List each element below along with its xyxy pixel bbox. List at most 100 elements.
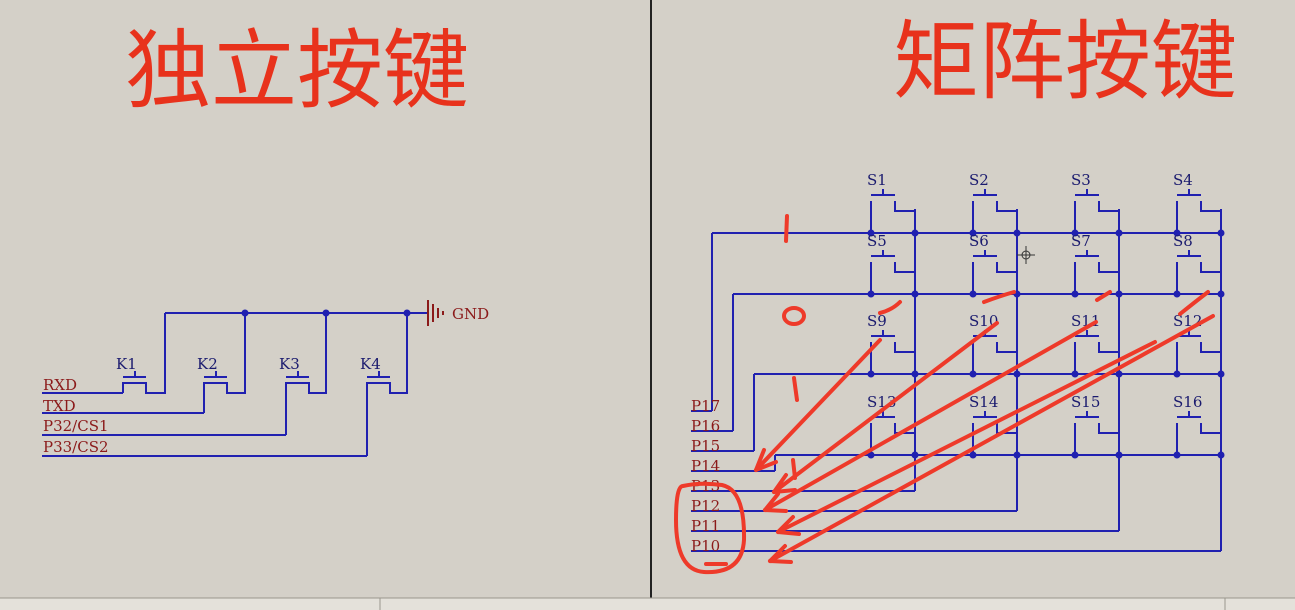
switch-lead-right [1200,201,1221,212]
switch-lead-right [1200,262,1221,273]
switch-lead-right [996,342,1017,353]
switch-mark [1095,290,1112,302]
arrowhead [763,492,788,513]
junction-dot [1173,451,1181,459]
pin-label-txd: TXD [43,397,76,415]
junction-dot [867,290,875,298]
switch-k2: K2 [197,313,246,413]
junction-dot [1115,370,1123,378]
switch-label-s6: S6 [969,232,989,250]
switch-lead-right [1200,423,1221,434]
port-label-p12: P12 [691,497,720,515]
switch-label-k1: K1 [116,355,137,373]
switch-lead-right [894,201,915,212]
mark-row1 [784,214,789,243]
port-label-p14: P14 [691,457,720,475]
arrow-line [776,340,1157,534]
switch-label-s12: S12 [1173,312,1202,330]
junction-dot [1217,451,1225,459]
pin-label-p33: P33/CS2 [43,438,109,456]
port-label-p11: P11 [691,517,720,535]
switch-label-s8: S8 [1173,232,1193,250]
switch-lead-right [894,342,915,353]
junction-dot [1173,290,1181,298]
junction-dot [1013,451,1021,459]
gnd-label: GND [452,305,489,323]
switch-lead-right [1200,342,1221,353]
independent-keys-circuit: GND K1 K2 K3 K4 [42,300,489,457]
junction-dot [1217,290,1225,298]
switch-mark [982,290,1016,304]
switch-label-s4: S4 [1173,171,1193,189]
switch-label-s14: S14 [969,393,998,411]
pin-label-rxd: RXD [43,376,77,394]
switch-lead-right [996,262,1017,273]
arrow-line [772,321,999,494]
switch-label-s5: S5 [867,232,887,250]
switch-lead-right [1098,342,1119,353]
switch-label-s7: S7 [1071,232,1091,250]
switch-label-s3: S3 [1071,171,1091,189]
junction-dot [1071,451,1079,459]
port-labels: P17 P16 P15 P14 P13 P12 P11 P10 [691,397,720,555]
junction-dot [867,370,875,378]
pin-label-p32: P32/CS1 [43,417,109,435]
switch-lead-right [1098,423,1119,434]
junction-dot [1071,370,1079,378]
junction-dot [911,229,919,237]
switch-label-k4: K4 [360,355,381,373]
junction-dot [1115,290,1123,298]
junction-dot [1217,370,1225,378]
switch-lead-right [1098,201,1119,212]
junction-dot [1071,290,1079,298]
junction-dot [867,451,875,459]
bottom-bar [0,598,1295,610]
ground-symbol [427,300,444,326]
port-label-p15: P15 [691,437,720,455]
port-label-p17: P17 [691,397,720,415]
switch-label-k2: K2 [197,355,218,373]
port-label-p13: P13 [691,477,720,495]
junction-dot [1173,370,1181,378]
switch-k1: K1 [116,313,166,394]
arrowhead [772,473,797,494]
switch-lead-right [996,423,1017,434]
junction-dot [1115,229,1123,237]
junction-dot [1217,229,1225,237]
mark-row3 [792,376,799,402]
junction-dot [911,370,919,378]
switch-lead-right [894,262,915,273]
switch-mark [1178,290,1210,316]
junction-dot [969,451,977,459]
arrow-line [763,320,1098,512]
junction-dot [867,229,875,237]
switch-label-s15: S15 [1071,393,1100,411]
arrowhead [776,515,801,536]
switch-lead-right [894,423,915,434]
mark-row2 [782,306,806,326]
switch-mark [878,300,902,315]
switch-k4: K4 [360,313,408,456]
switch-lead-right [1098,262,1119,273]
junction-dot [1173,229,1181,237]
junction-dot [1013,229,1021,237]
port-label-p16: P16 [691,417,720,435]
switch-k3: K3 [279,313,327,435]
highlight-circle [674,481,747,575]
left-title: 独立按键 [125,21,469,121]
switch-label-s16: S16 [1173,393,1202,411]
junction-dot [911,290,919,298]
hand-annotations [674,214,1215,575]
junction-dot [911,451,919,459]
arrow-line [768,314,1215,563]
junction-dot [1115,451,1123,459]
crosshair-cursor-icon [1017,246,1035,264]
switch-label-k3: K3 [279,355,300,373]
junction-dot [969,229,977,237]
arrowhead [768,544,793,564]
junction-dot [969,290,977,298]
switch-lead-right [996,201,1017,212]
